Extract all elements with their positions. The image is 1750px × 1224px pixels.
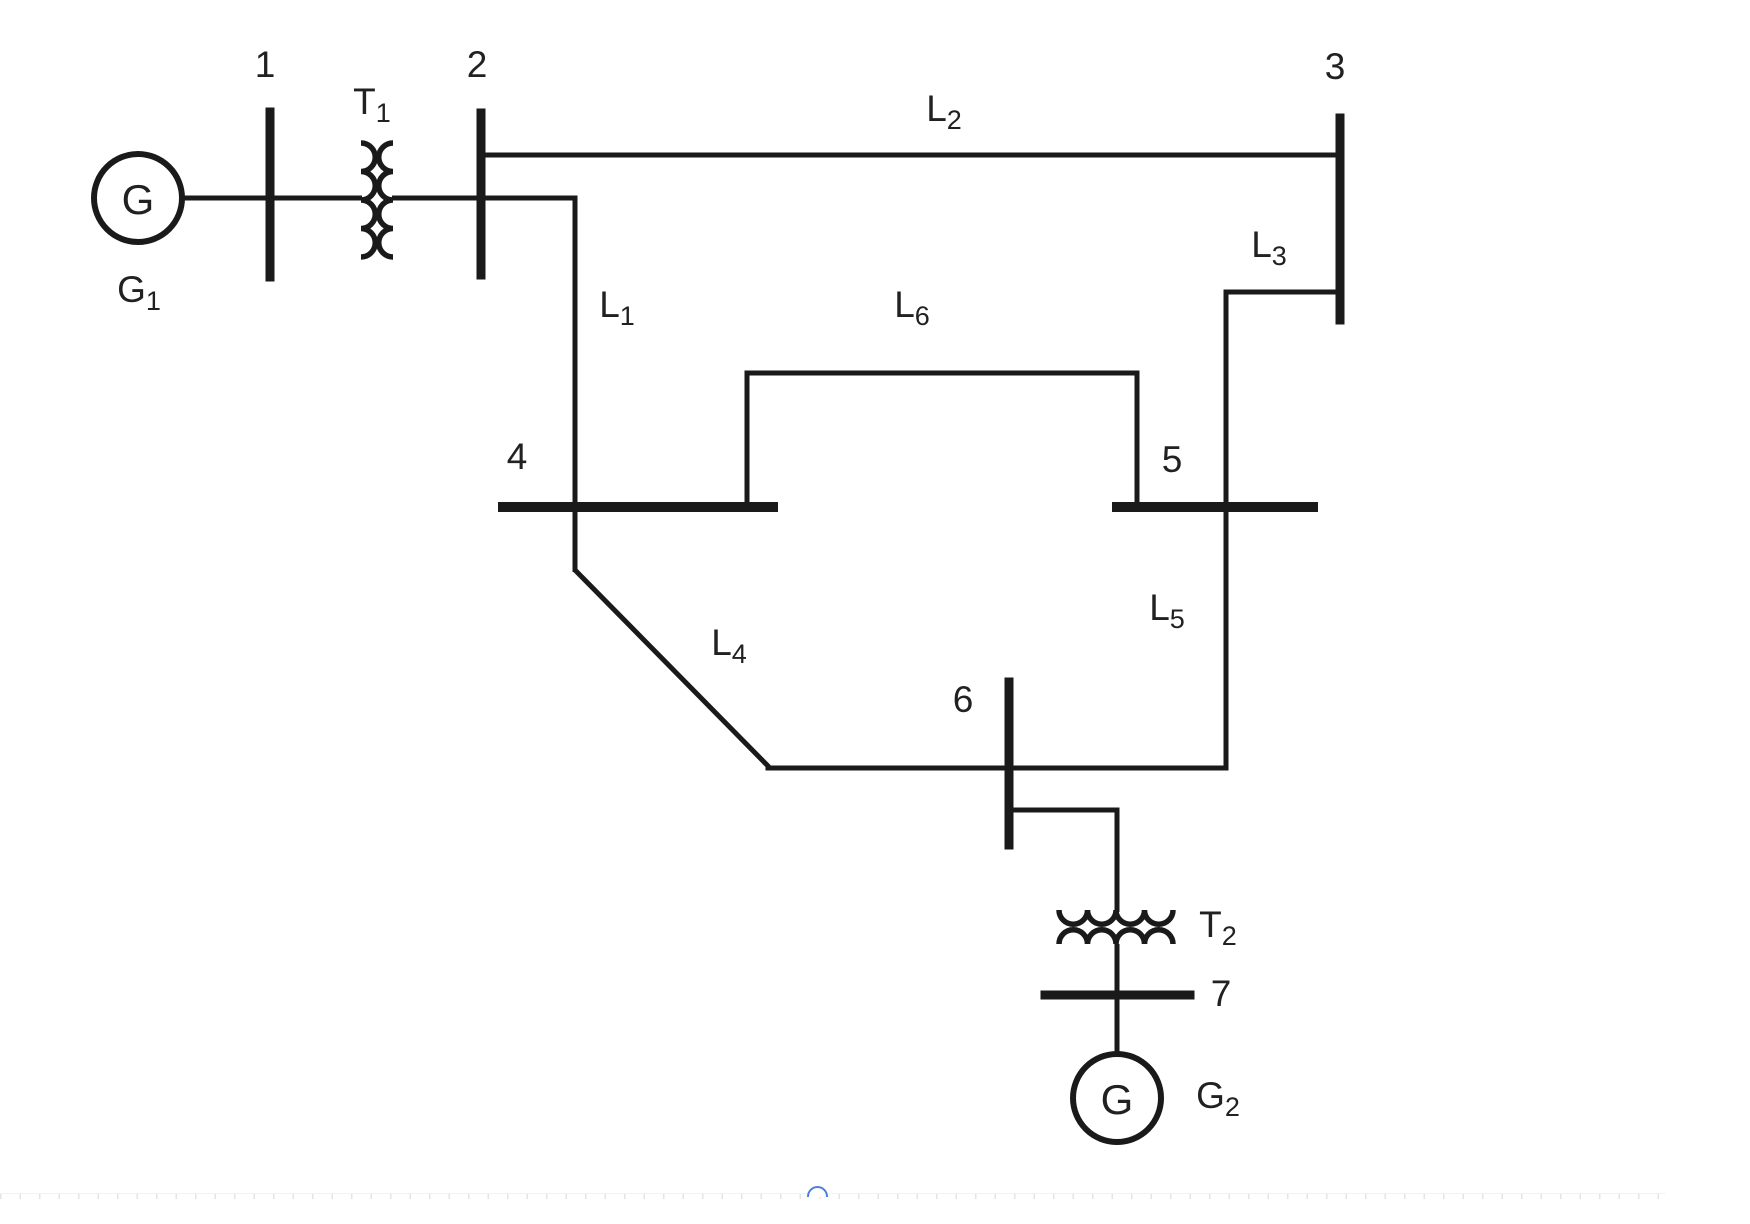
transformer-1-coil-right-icon [376, 140, 394, 260]
bus-5-label-text: 5 [1161, 439, 1183, 480]
line-l1-label-sub: 1 [619, 301, 635, 331]
generator-1-label: G1 [117, 271, 161, 315]
generator-2-label-text: G [1196, 1075, 1225, 1116]
line-l6-label: L6 [894, 286, 930, 330]
line-l2-label-sub: 2 [946, 105, 962, 135]
transformer-1-coil-left-icon [360, 140, 378, 260]
transformer-2-label: T2 [1199, 906, 1237, 950]
generator-1-symbol-letter: G [122, 179, 155, 221]
bus-3-label-text: 3 [1324, 46, 1346, 87]
line-l3-label-sub: 3 [1271, 241, 1287, 271]
bus-7-label: 7 [1211, 975, 1232, 1019]
line-l1-label: L1 [599, 286, 635, 330]
transformer-2-label-text: T [1199, 904, 1222, 945]
generator-2-icon [1070, 1051, 1164, 1145]
line-l4 [573, 568, 1011, 771]
generator-1-label-text: G [117, 269, 146, 310]
transformer-1-label-sub: 1 [375, 98, 391, 128]
bus-6-label-text: 6 [952, 679, 974, 720]
generator-2-symbol-text: G [1100, 1076, 1134, 1123]
bus-6-label: 6 [953, 681, 974, 725]
line-l6-label-sub: 6 [914, 301, 930, 331]
line-l4-label-text: L [711, 622, 732, 663]
bus-2-label-text: 2 [466, 44, 488, 85]
line-l6 [744, 370, 1140, 505]
line-l6-label-text: L [894, 284, 915, 325]
bus-4-label: 4 [507, 438, 528, 482]
line-l5-label: L5 [1149, 589, 1185, 633]
line-l3-label: L3 [1251, 226, 1287, 270]
line-l1-label-text: L [599, 284, 620, 325]
transformer-2-coil-top-icon [1056, 909, 1176, 927]
bus-5-label: 5 [1162, 441, 1183, 485]
bus-1-label: 1 [255, 46, 276, 90]
line-l4-label-sub: 4 [731, 639, 747, 669]
line-l5 [1009, 509, 1229, 771]
line-l1 [392, 195, 578, 572]
drag-handle-circle-icon [807, 1186, 828, 1197]
generator-1-symbol-text: G [121, 176, 155, 223]
line-l5-label-text: L [1149, 587, 1170, 628]
line-l4-label: L4 [711, 624, 747, 668]
wire-bus6-to-t2 [1009, 807, 1120, 912]
transformer-1-label: T1 [353, 83, 391, 127]
bus-1-label-text: 1 [254, 44, 276, 85]
scroll-drag-handle[interactable] [806, 1186, 830, 1197]
generator-2-label-sub: 2 [1224, 1092, 1240, 1122]
line-l5-label-sub: 5 [1169, 604, 1185, 634]
transformer-2-coil-bottom-icon [1056, 927, 1176, 945]
line-l3-label-text: L [1251, 224, 1272, 265]
line-l2-label: L2 [926, 90, 962, 134]
bus-7-label-text: 7 [1210, 973, 1232, 1014]
generator-1-icon [91, 151, 185, 245]
transformer-1-label-text: T [353, 81, 376, 122]
generator-2-label: G2 [1196, 1077, 1240, 1121]
bus-4-label-text: 4 [506, 436, 528, 477]
generator-1-label-sub: 1 [145, 286, 161, 316]
generator-2-symbol-letter: G [1101, 1079, 1134, 1121]
transformer-2-label-sub: 2 [1221, 921, 1237, 951]
bus-3-label: 3 [1325, 48, 1346, 92]
bus-2-label: 2 [467, 46, 488, 90]
line-l2-label-text: L [926, 88, 947, 129]
bottom-ruler-line [0, 1193, 1665, 1199]
line-l3 [1223, 289, 1340, 505]
